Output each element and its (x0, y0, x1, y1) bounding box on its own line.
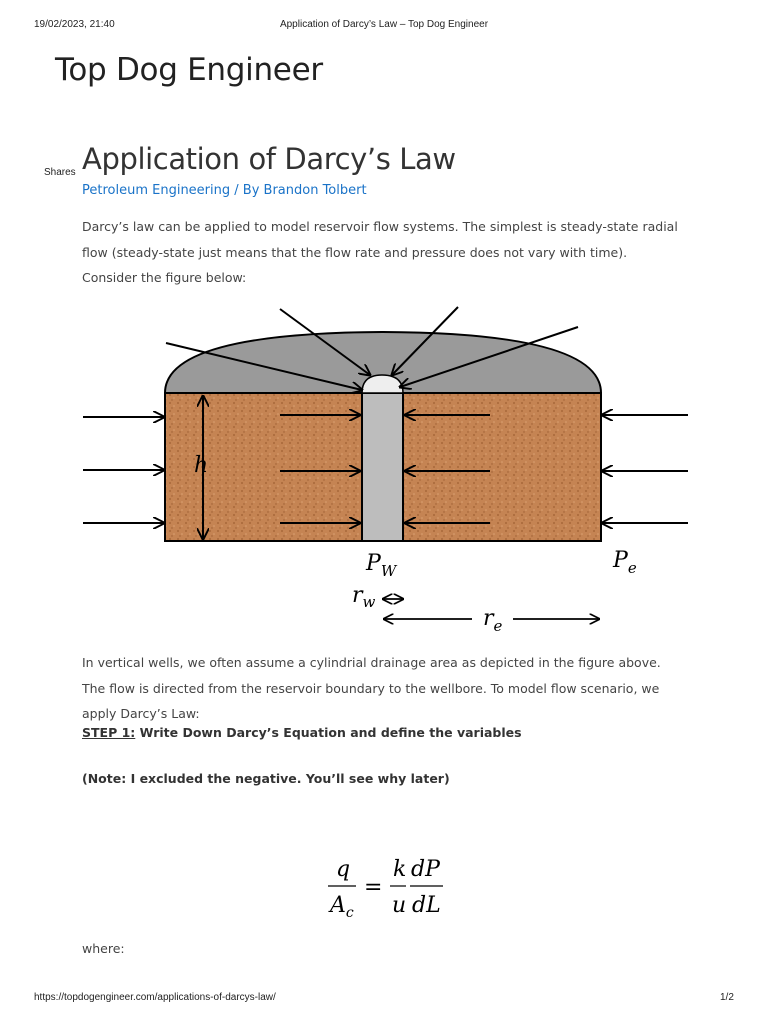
eq-k: k (393, 857, 406, 882)
print-url: https://topdogengineer.com/applications-… (34, 992, 276, 1003)
step1-heading: STEP 1: Write Down Darcy’s Equation and … (82, 725, 522, 740)
byline[interactable]: / By Brandon Tolbert (230, 183, 367, 198)
wellbore (361, 392, 404, 542)
eq-dp: dP (411, 857, 441, 882)
print-page-number: 1/2 (720, 992, 734, 1003)
print-page-title: Application of Darcy’s Law – Top Dog Eng… (279, 19, 489, 30)
note-text: (Note: I excluded the negative. You’ll s… (82, 771, 450, 786)
label-re: re (483, 606, 503, 635)
label-pe: Pe (612, 548, 637, 577)
category-link[interactable]: Petroleum Engineering (82, 183, 231, 198)
label-rw: rw (352, 583, 376, 611)
eq-equals: = (364, 875, 382, 900)
flow-arrow (165, 342, 362, 390)
flow-arrow (392, 306, 459, 375)
step1-text: Write Down Darcy’s Equation and define t… (135, 725, 522, 740)
label-h: h (194, 453, 208, 478)
print-datetime: 19/02/2023, 21:40 (34, 19, 115, 30)
post-title: Application of Darcy’s Law (82, 142, 456, 176)
flow-arrow (400, 326, 579, 387)
intro-paragraph: Darcy’s law can be applied to model rese… (82, 219, 678, 285)
flow-arrow (279, 308, 370, 375)
eq-q: q (336, 857, 350, 882)
reservoir-top-dome (163, 330, 603, 394)
eq-u: u (392, 893, 406, 918)
post-meta: Petroleum Engineering / By Brandon Tolbe… (82, 183, 367, 198)
darcy-equation: q Ac = k u dP dL (328, 857, 443, 921)
where-text: where: (82, 941, 125, 956)
label-pw: PW (365, 551, 398, 580)
drainage-paragraph: In vertical wells, we often assume a cyl… (82, 655, 661, 721)
site-title-link[interactable]: Top Dog Engineer (55, 52, 323, 88)
step1-label: STEP 1: (82, 725, 136, 740)
shares-label: Shares (44, 167, 76, 178)
eq-dl: dL (412, 893, 441, 918)
radial-flow-diagram: h PW Pe rw re (83, 306, 688, 635)
eq-ac: Ac (328, 893, 354, 921)
